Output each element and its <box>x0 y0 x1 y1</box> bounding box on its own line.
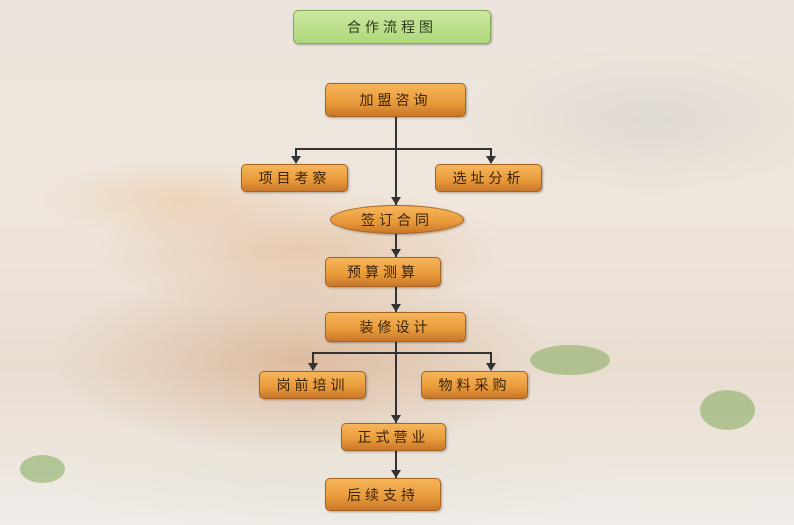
step-open: 正式营业 <box>341 423 446 451</box>
connector <box>490 148 492 158</box>
arrow-icon <box>391 470 401 478</box>
step-consult: 加盟咨询 <box>325 83 466 117</box>
flowchart-title: 合作流程图 <box>293 10 491 44</box>
step-budget: 预算测算 <box>325 257 441 287</box>
arrow-icon <box>391 197 401 205</box>
step-inspect: 项目考察 <box>241 164 348 192</box>
arrow-icon <box>308 363 318 371</box>
branch-connector <box>295 148 492 150</box>
step-support: 后续支持 <box>325 478 441 511</box>
arrow-icon <box>391 304 401 312</box>
leaf-decoration <box>700 390 755 430</box>
leaf-decoration <box>530 345 610 375</box>
arrow-icon <box>291 156 301 164</box>
branch-connector <box>312 352 492 354</box>
arrow-icon <box>391 249 401 257</box>
step-training: 岗前培训 <box>259 371 366 399</box>
arrow-icon <box>486 363 496 371</box>
step-purchase: 物料采购 <box>421 371 528 399</box>
arrow-icon <box>486 156 496 164</box>
connector <box>312 352 314 363</box>
step-decor: 装修设计 <box>325 312 466 342</box>
main-connector <box>395 116 397 478</box>
connector <box>295 148 297 158</box>
arrow-icon <box>391 415 401 423</box>
connector <box>490 352 492 363</box>
leaf-decoration <box>20 455 65 483</box>
step-site: 选址分析 <box>435 164 542 192</box>
step-contract: 签订合同 <box>330 205 464 234</box>
